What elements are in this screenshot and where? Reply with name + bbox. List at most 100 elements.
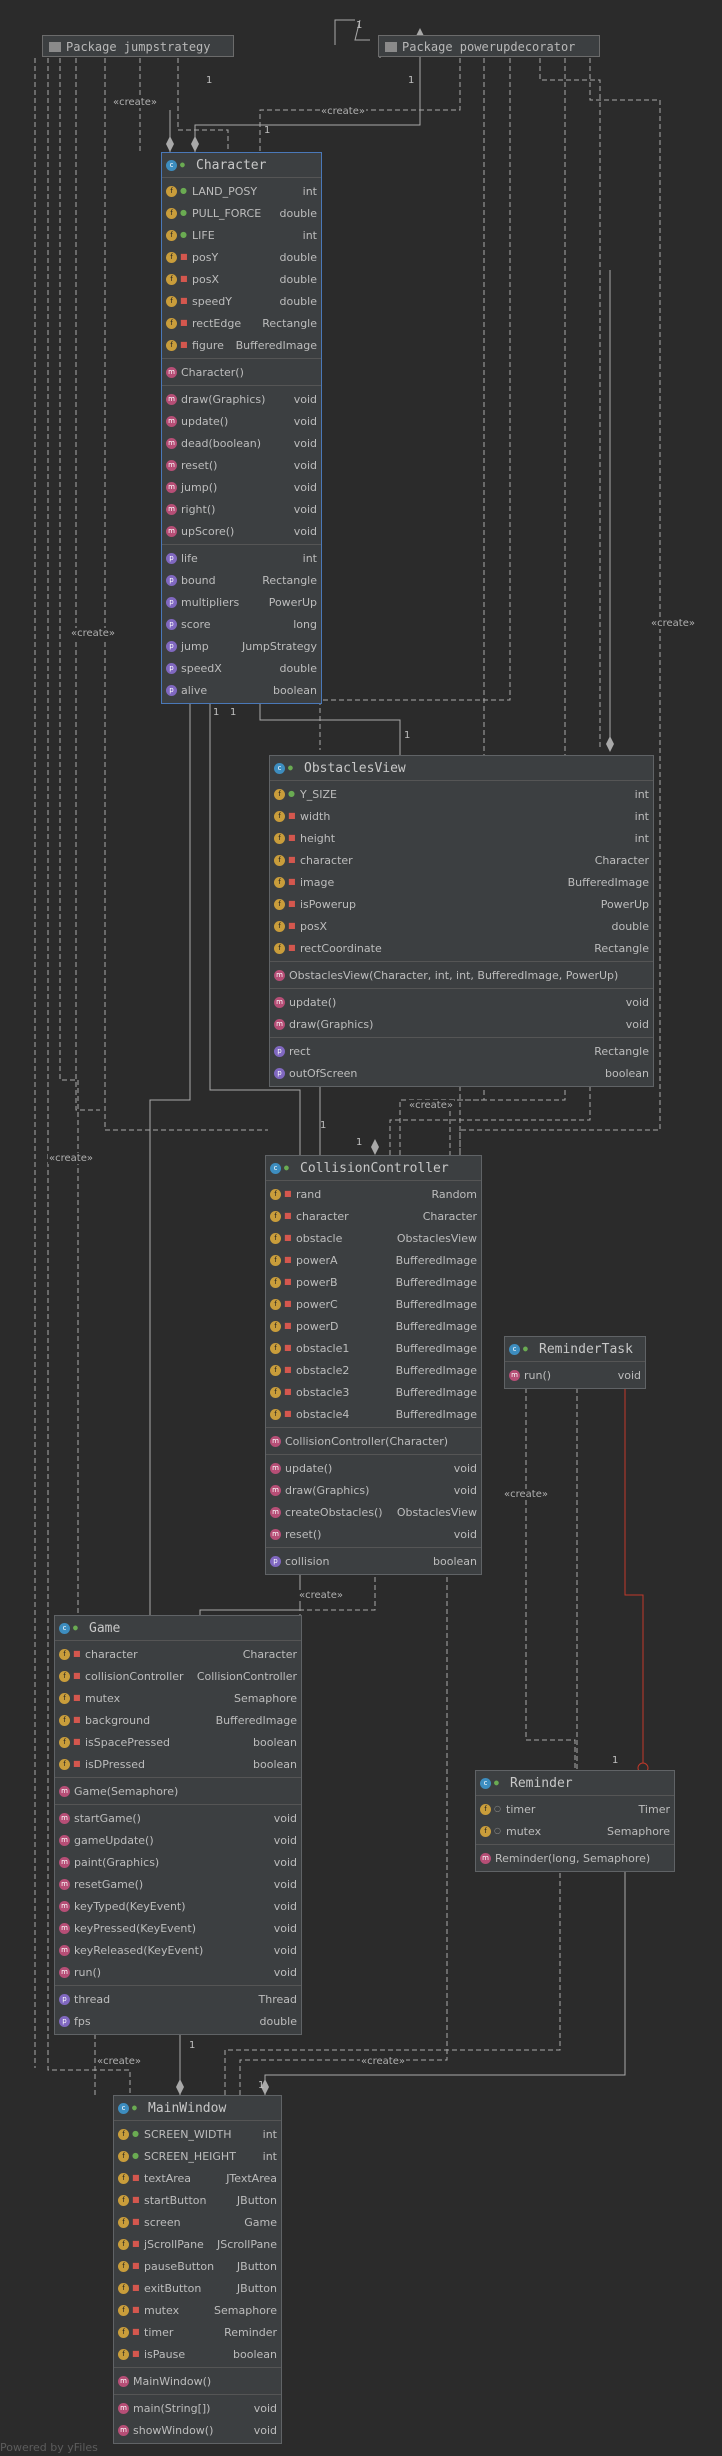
class-header[interactable]: c●MainWindow [114, 2096, 281, 2121]
class-header[interactable]: c●Reminder [476, 1771, 674, 1796]
class-header[interactable]: c●ObstaclesView [270, 756, 653, 781]
package-powerupdecorator[interactable]: Package powerupdecorator [378, 35, 600, 57]
package-jumpstrategy[interactable]: Package jumpstrategy [42, 35, 234, 57]
class-header[interactable]: c●ReminderTask [505, 1337, 645, 1362]
class-header[interactable]: c●Character [162, 153, 321, 178]
class-header[interactable]: c●CollisionController [266, 1156, 481, 1181]
